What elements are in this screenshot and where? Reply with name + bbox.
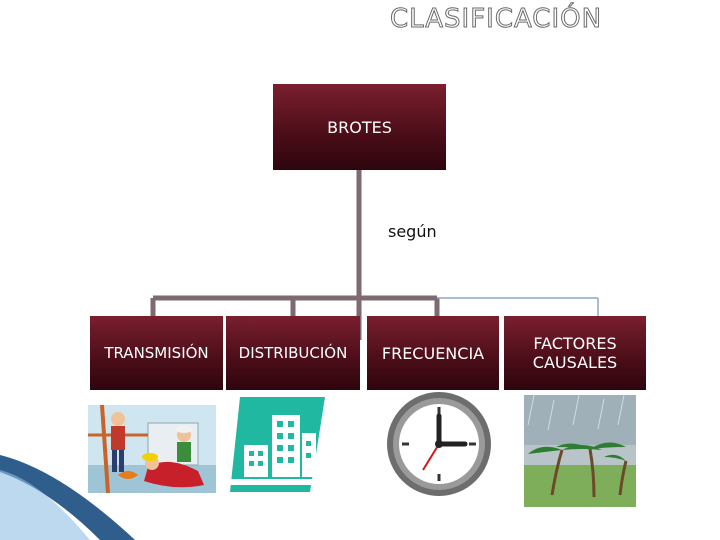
construction-accident-illustration [88,405,216,493]
node-transmision: TRANSMISIÓN [90,316,223,390]
wall-clock-icon [387,392,491,496]
node-frecuencia: FRECUENCIA [367,316,499,390]
slide-title: CLASIFICACIÓN [389,4,603,35]
connector-label: según [388,222,437,241]
node-distribucion: DISTRIBUCIÓN [226,316,360,390]
hurricane-palm-trees-illustration [524,395,636,507]
root-node-brotes: BROTES [273,84,446,170]
city-buildings-icon [230,397,325,492]
node-factores-causales: FACTORES CAUSALES [504,316,646,390]
